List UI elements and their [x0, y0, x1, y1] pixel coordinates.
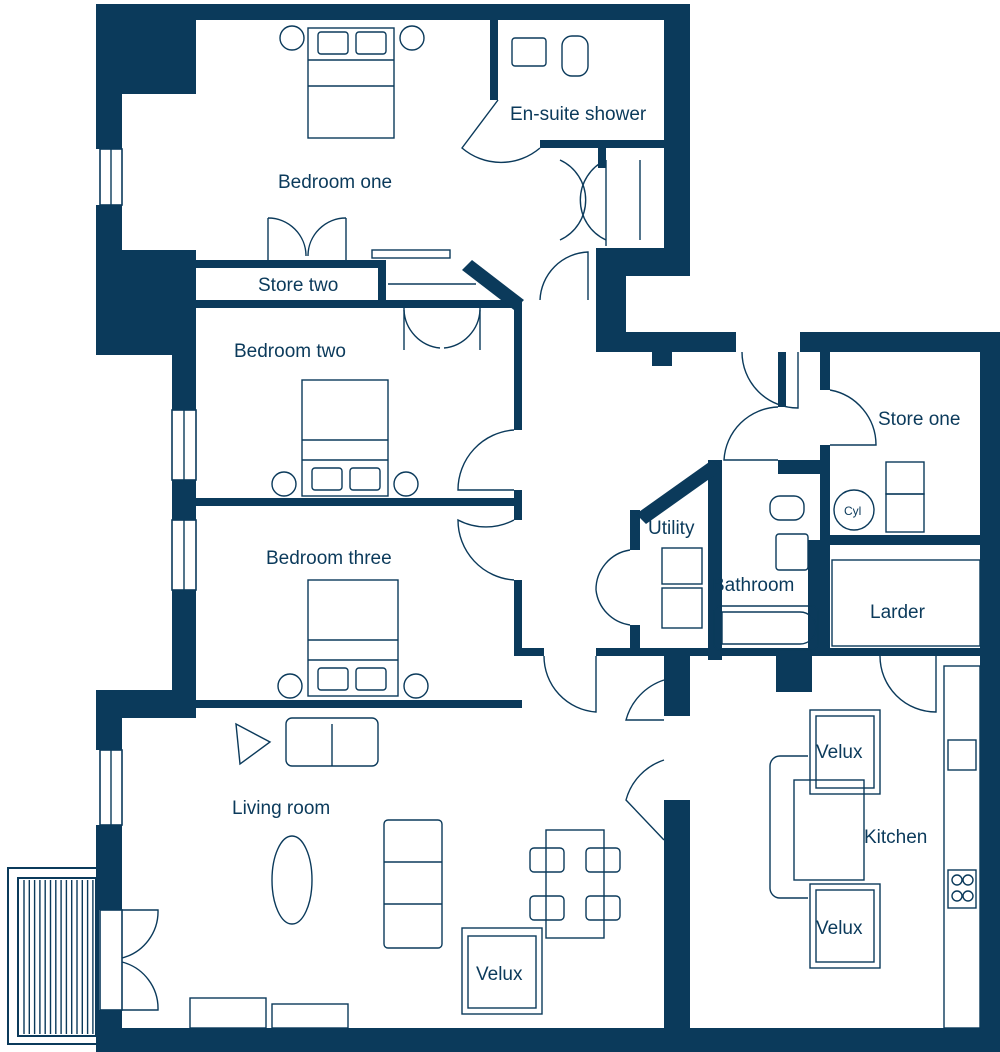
label-velux-living: Velux — [476, 964, 523, 985]
doors — [121, 99, 937, 1011]
windows — [99, 148, 197, 1011]
balcony — [7, 867, 99, 1045]
label-bedroom-two: Bedroom two — [234, 341, 346, 362]
label-bedroom-three: Bedroom three — [266, 548, 392, 569]
furniture — [189, 25, 981, 1029]
label-ensuite: En-suite shower — [510, 104, 647, 125]
label-bathroom: Bathroom — [712, 575, 794, 596]
label-store-one: Store one — [878, 409, 960, 430]
label-utility: Utility — [648, 518, 695, 539]
room-labels: Bedroom one En-suite shower Store two Be… — [232, 104, 960, 985]
label-living-room: Living room — [232, 798, 330, 819]
walls — [96, 4, 1000, 1052]
label-velux-kitchen-bottom: Velux — [816, 918, 863, 939]
label-bedroom-one: Bedroom one — [278, 172, 392, 193]
label-larder: Larder — [870, 602, 926, 623]
label-kitchen: Kitchen — [864, 827, 927, 848]
label-store-two: Store two — [258, 275, 338, 296]
label-cylinder: Cyl — [844, 504, 861, 518]
label-velux-kitchen-top: Velux — [816, 742, 863, 763]
